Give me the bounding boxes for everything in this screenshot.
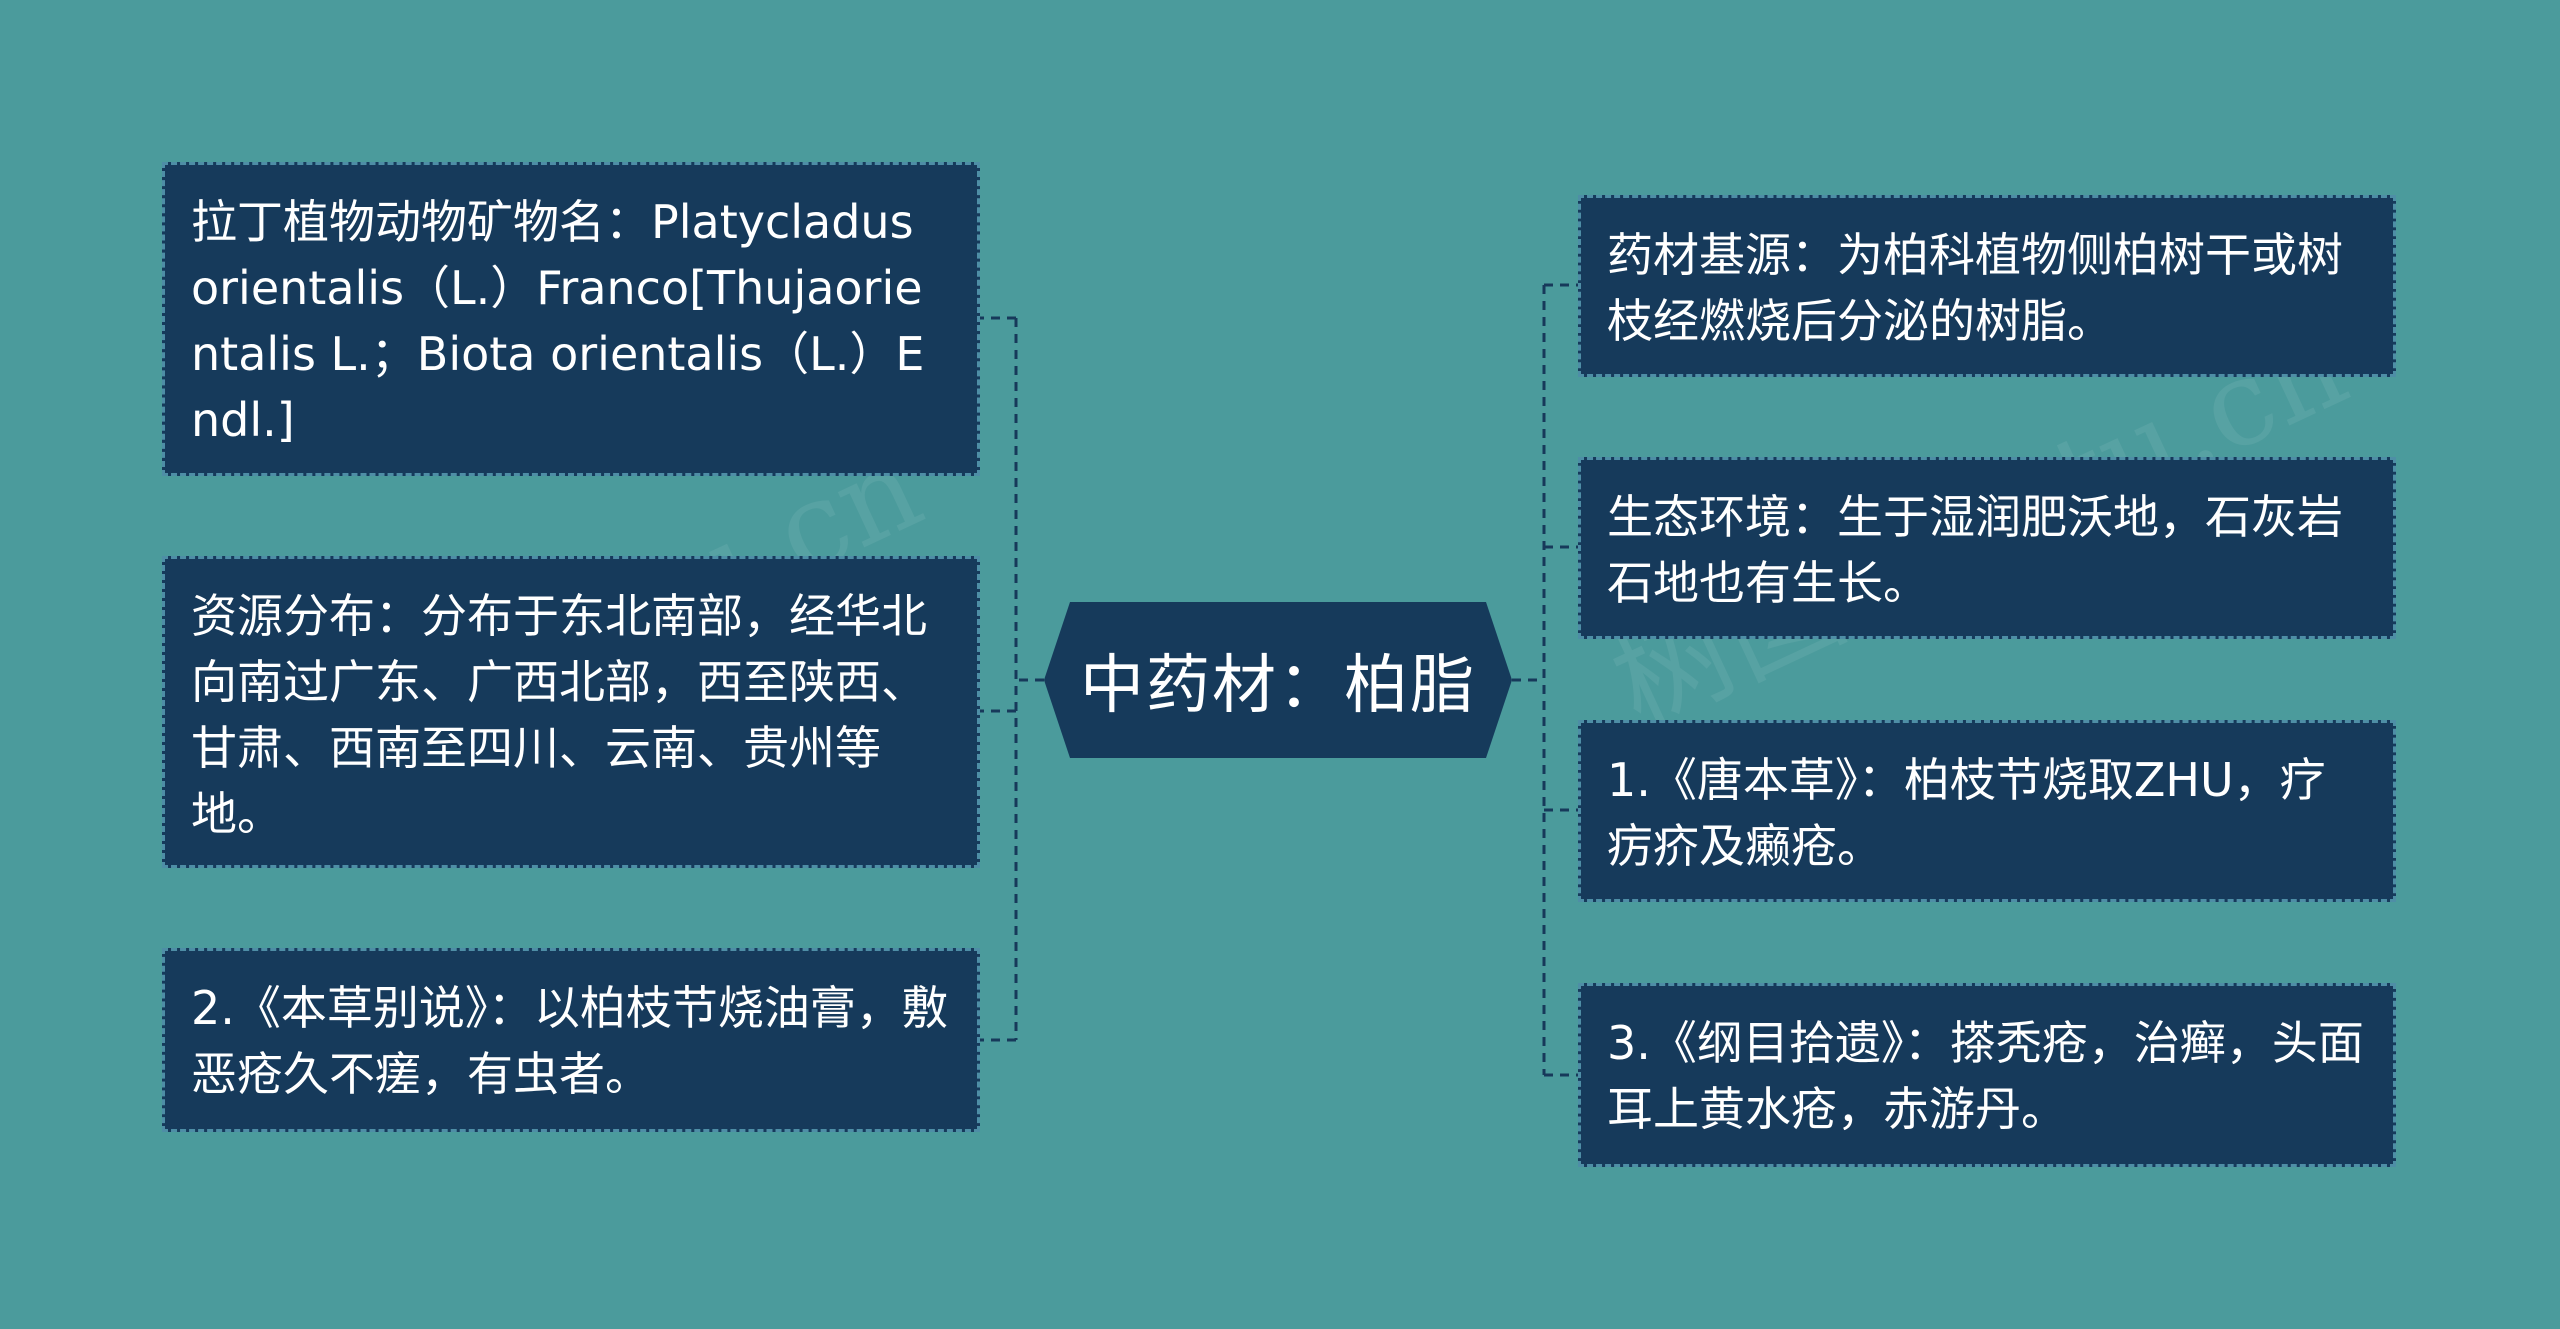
- right-node-source[interactable]: 药材基源：为柏科植物侧柏树干或树枝经燃烧后分泌的树脂。: [1578, 195, 2396, 377]
- right-node-gangmu-shiyi[interactable]: 3.《纲目拾遗》：搽秃疮，治癣，头面耳上黄水疮，赤游丹。: [1578, 983, 2396, 1167]
- right-node-habitat-text: 生态环境：生于湿润肥沃地，石灰岩石地也有生长。: [1607, 490, 2343, 610]
- left-node-distribution-text: 资源分布：分布于东北南部，经华北向南过广东、广西北部，西至陕西、甘肃、西南至四川…: [191, 589, 927, 841]
- center-label: 中药材：柏脂: [1080, 649, 1476, 723]
- left-node-latin-name[interactable]: 拉丁植物动物矿物名：Platycladus orientalis（L.）Fran…: [162, 162, 980, 476]
- center-hexagon-shape: [1044, 602, 1512, 758]
- center-node[interactable]: 中药材：柏脂: [1044, 602, 1512, 758]
- left-node-bencao-bieshuo-text: 2.《本草别说》：以柏枝节烧油膏，敷恶疮久不瘥，有虫者。: [191, 981, 948, 1101]
- right-node-tang-bencao-text: 1.《唐本草》：柏枝节烧取ZHU，疗疠疥及癞疮。: [1607, 753, 2326, 873]
- right-node-source-text: 药材基源：为柏科植物侧柏树干或树枝经燃烧后分泌的树脂。: [1607, 228, 2343, 348]
- left-node-distribution[interactable]: 资源分布：分布于东北南部，经华北向南过广东、广西北部，西至陕西、甘肃、西南至四川…: [162, 556, 980, 868]
- right-node-tang-bencao[interactable]: 1.《唐本草》：柏枝节烧取ZHU，疗疠疥及癞疮。: [1578, 720, 2396, 902]
- left-node-bencao-bieshuo[interactable]: 2.《本草别说》：以柏枝节烧油膏，敷恶疮久不瘥，有虫者。: [162, 948, 980, 1132]
- left-node-latin-name-text: 拉丁植物动物矿物名：Platycladus orientalis（L.）Fran…: [191, 195, 925, 447]
- right-node-habitat[interactable]: 生态环境：生于湿润肥沃地，石灰岩石地也有生长。: [1578, 457, 2396, 639]
- right-node-gangmu-shiyi-text: 3.《纲目拾遗》：搽秃疮，治癣，头面耳上黄水疮，赤游丹。: [1607, 1016, 2364, 1136]
